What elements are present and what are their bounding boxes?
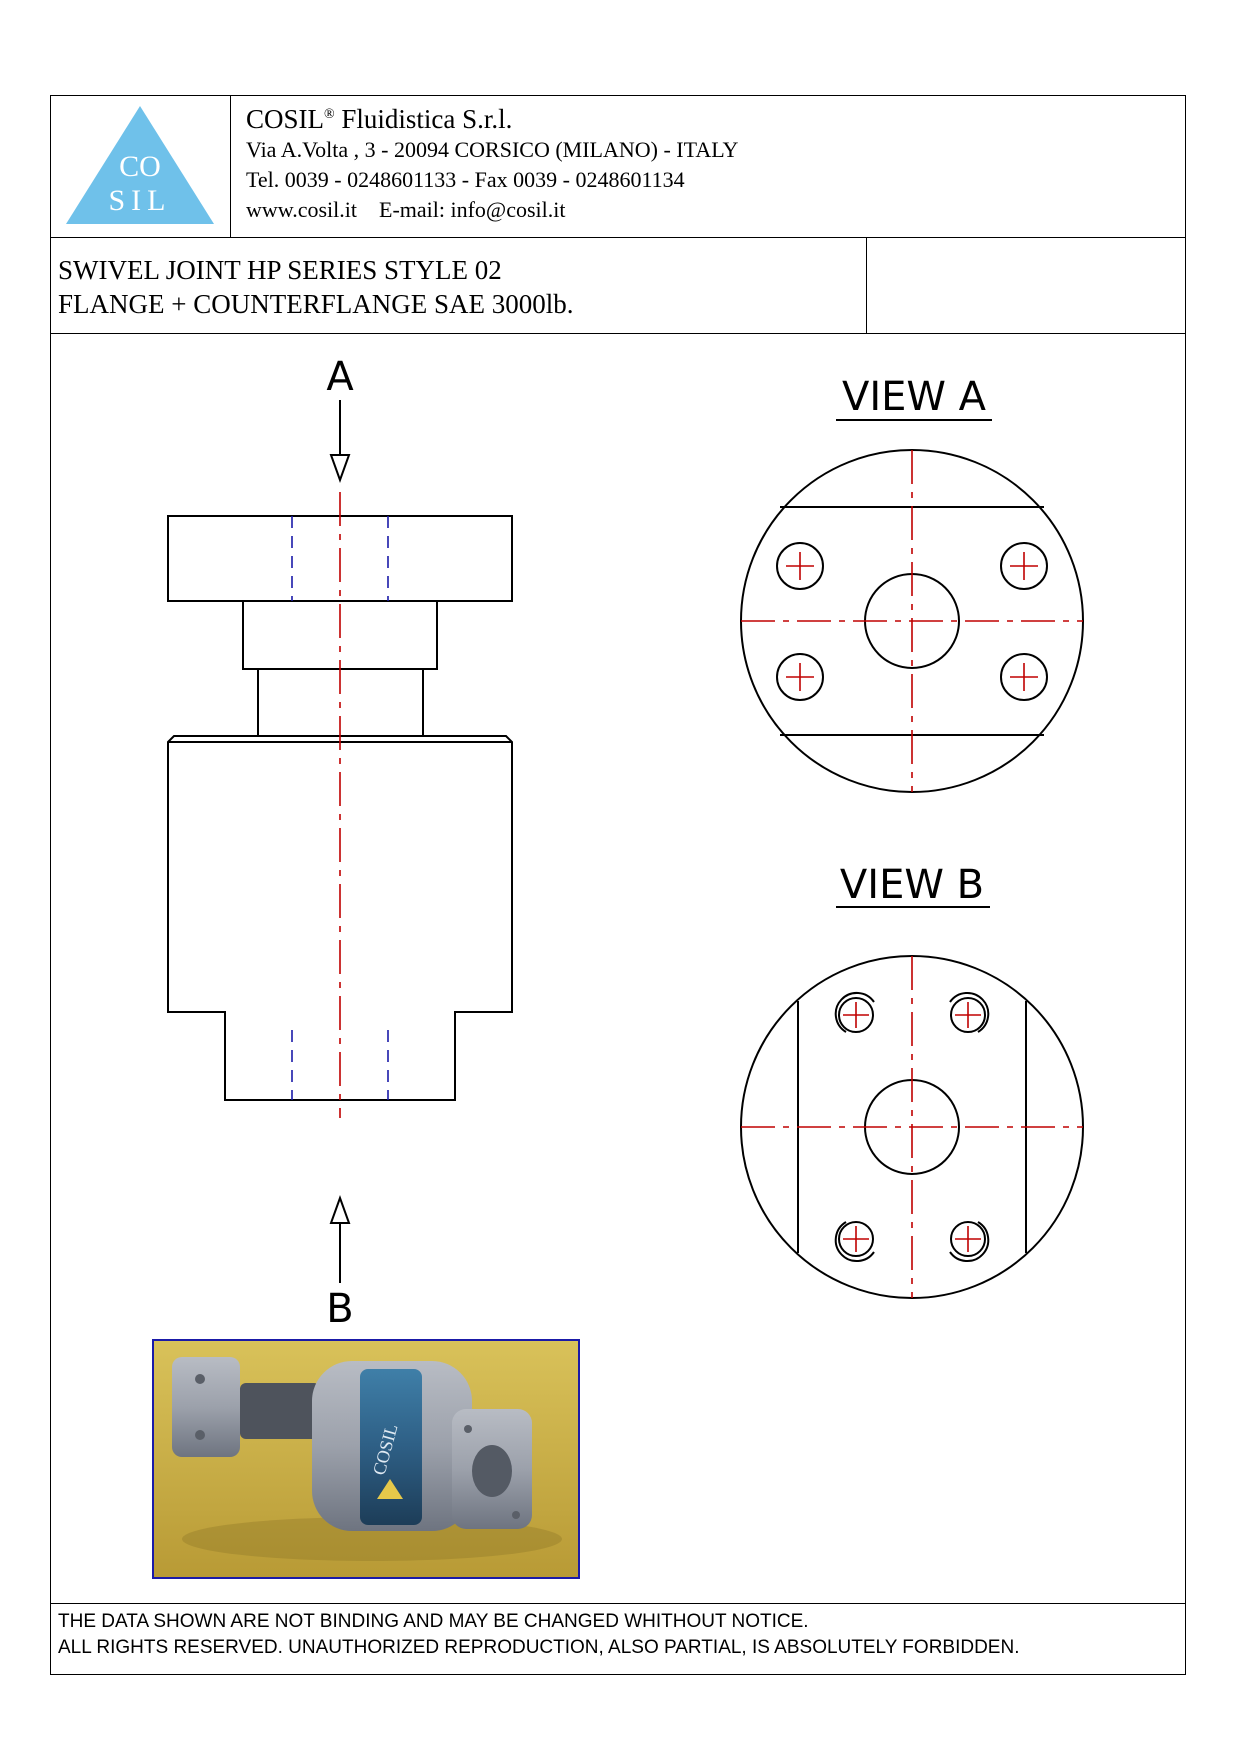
title-line-1: SWIVEL JOINT HP SERIES STYLE 02 <box>58 255 502 285</box>
section-arrow-b: B <box>326 1195 354 1332</box>
footer-block: THE DATA SHOWN ARE NOT BINDING AND MAY B… <box>58 1609 1019 1661</box>
company-email[interactable]: E-mail: info@cosil.it <box>379 197 566 222</box>
arrow-a-label: A <box>326 354 354 400</box>
section-arrow-a: A <box>326 354 354 483</box>
company-phone-fax: Tel. 0039 - 0248601133 - Fax 0039 - 0248… <box>246 167 685 192</box>
view-a: VIEW A <box>740 374 1084 793</box>
sheet-frame <box>50 95 1186 1675</box>
photo-neck <box>240 1383 320 1439</box>
view-b: VIEW B <box>740 862 1084 1299</box>
logo-divider <box>230 95 231 237</box>
company-address: Via A.Volta , 3 - 20094 CORSICO (MILANO)… <box>246 137 739 162</box>
company-block: COSIL® Fluidistica S.r.l. Via A.Volta , … <box>246 104 738 225</box>
logo-triangle <box>66 106 214 224</box>
logo-text-top: CO <box>119 150 161 183</box>
company-name: COSIL <box>246 104 325 134</box>
cosil-logo: CO SIL <box>66 106 214 224</box>
view-b-label: VIEW B <box>840 862 984 908</box>
title-divider <box>50 333 1186 334</box>
view-b-bolt-holes <box>834 992 990 1262</box>
footer-divider <box>50 1603 1186 1604</box>
title-right-divider <box>866 237 867 333</box>
arrow-b-head <box>329 1195 351 1224</box>
company-name-suffix: Fluidistica S.r.l. <box>334 104 513 134</box>
title-line-2: FLANGE + COUNTERFLANGE SAE 3000lb. <box>58 289 574 319</box>
footer-line-2: ALL RIGHTS RESERVED. UNAUTHORIZED REPROD… <box>58 1637 1020 1658</box>
arrow-a-head <box>329 454 351 483</box>
logo-text-bottom: SIL <box>109 184 172 217</box>
company-website[interactable]: www.cosil.it <box>246 197 358 222</box>
company-name-line: COSIL® Fluidistica S.r.l. <box>246 104 738 135</box>
photo-left-flange <box>172 1357 240 1457</box>
body-outline <box>167 735 513 1101</box>
title-block: SWIVEL JOINT HP SERIES STYLE 02 FLANGE +… <box>58 253 573 321</box>
photo-band <box>360 1369 422 1525</box>
product-photo: COSIL <box>152 1339 580 1579</box>
view-a-label: VIEW A <box>842 374 987 420</box>
side-view <box>167 492 513 1118</box>
view-a-bolt-holes <box>776 542 1048 701</box>
photo-border <box>152 1339 580 1579</box>
arrow-b-label: B <box>326 1286 353 1332</box>
header-divider <box>50 237 1186 238</box>
registered-mark: ® <box>324 107 335 122</box>
footer-line-1: THE DATA SHOWN ARE NOT BINDING AND MAY B… <box>58 1611 809 1632</box>
company-web-line: www.cosil.it E-mail: info@cosil.it <box>246 195 738 225</box>
